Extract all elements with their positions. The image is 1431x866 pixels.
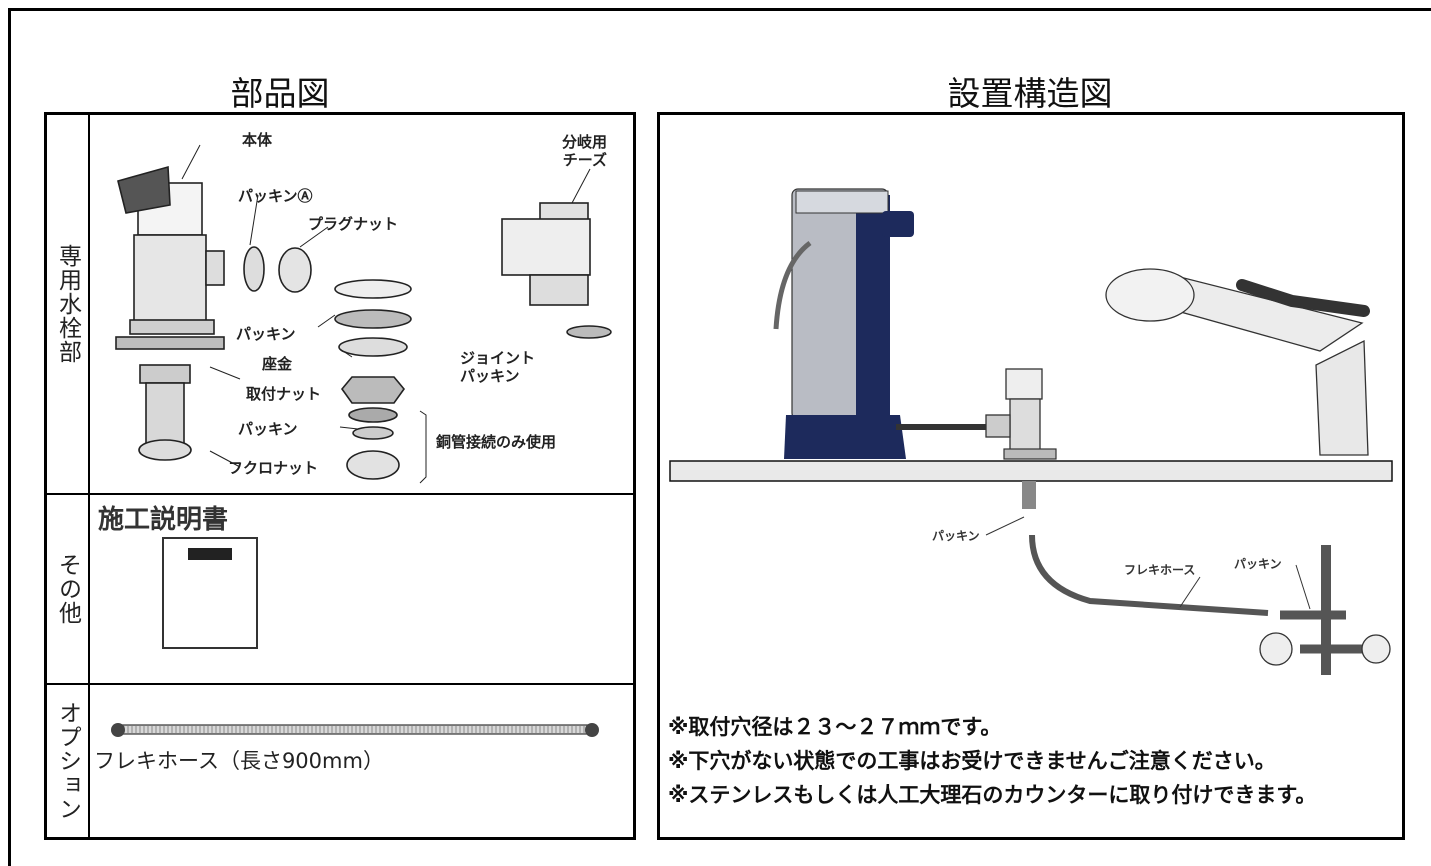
- install-note-3: ※ステンレスもしくは人工大理石のカウンターに取り付けできます。: [668, 783, 1317, 807]
- small-packing-1: [348, 407, 398, 423]
- row-label-other-text: その他: [54, 553, 81, 625]
- washer-3: [338, 337, 408, 357]
- page-frame: [8, 8, 1431, 866]
- valve-top: [1005, 368, 1043, 400]
- parts-diagram-title: 部品図: [230, 74, 330, 113]
- installation-drawing: [669, 188, 1393, 675]
- washer-1: [334, 279, 412, 299]
- mount-nut-shape: [139, 364, 191, 384]
- faucet-parts-illustration: 本体 分岐用 チーズ パッキンⒶ プラグナット パッキン 座金 ジョイント パッ…: [90, 115, 633, 493]
- row-label-faucet: 専用水栓部: [47, 115, 90, 493]
- callout-fukuro-nut: フクロナット: [228, 459, 319, 477]
- stop-valve-cap: [1361, 634, 1391, 664]
- under-pipe: [1022, 481, 1036, 509]
- body-valve-column: [133, 234, 207, 326]
- hex-nut: [340, 376, 406, 404]
- body-valve-outlet: [205, 250, 225, 286]
- valve-column: [1009, 398, 1041, 452]
- callout-flex-hose: フレキホース: [1124, 563, 1196, 577]
- faucet-lever: [1236, 279, 1370, 317]
- washer-2: [334, 309, 412, 329]
- callout-washer: 座金: [262, 355, 293, 373]
- countertop: [669, 460, 1393, 482]
- flex-hose-installed: [1029, 534, 1269, 616]
- parts-row-faucet: 専用水栓部: [47, 115, 633, 495]
- callout-body: 本体: [242, 131, 273, 149]
- flex-hose-caption: フレキホース（長さ900mm）: [94, 749, 384, 773]
- packing-layer: [115, 336, 225, 350]
- other-parts-area: 施工説明書: [90, 495, 633, 683]
- hose-end-right: [585, 723, 599, 737]
- purifier-base: [784, 415, 906, 459]
- faucet-parts-drawing: [115, 144, 612, 484]
- stop-valve-handle: [1259, 632, 1293, 666]
- row-label-faucet-text: 専用水栓部: [54, 244, 81, 364]
- purifier-spout: [773, 240, 812, 330]
- purifier-knob: [882, 211, 914, 237]
- parts-row-other: その他 施工説明書: [47, 495, 633, 685]
- row-label-option: オプション: [47, 685, 90, 837]
- install-note-1: ※取付穴径は２３～２７ｍｍです。: [668, 715, 1002, 739]
- parts-table: 専用水栓部: [44, 112, 636, 840]
- option-parts-area: フレキホース（長さ900mm）: [90, 685, 633, 837]
- packing-a-shape: [243, 246, 265, 292]
- fukuro-nut-shape: [138, 439, 192, 461]
- tee-bottom: [529, 274, 589, 306]
- valve-handle: [117, 165, 171, 214]
- tee-body: [501, 218, 591, 276]
- purifier-top: [795, 190, 889, 214]
- small-packing-2: [352, 426, 394, 440]
- callout-plug-nut: プラグナット: [308, 215, 399, 233]
- valve-flange: [1003, 448, 1057, 460]
- threaded-pipe: [145, 382, 185, 446]
- fukuro-nut-2: [346, 450, 400, 480]
- callout-copper-only: 銅管接続のみ使用: [436, 433, 557, 451]
- parts-row-option: オプション フレキホース（長さ900mm）: [47, 685, 633, 837]
- callout-packing-a: パッキンⒶ: [238, 187, 313, 205]
- valve-side: [985, 414, 1011, 438]
- manual-title: 施工説明書: [98, 505, 229, 535]
- installation-diagram-title: 設置構造図: [947, 74, 1113, 113]
- callout-joint-packing: ジョイント パッキン: [460, 349, 536, 385]
- callout-mount-nut: 取付ナット: [246, 385, 322, 403]
- callout-packing-right: パッキン: [1234, 557, 1282, 571]
- install-note-2: ※下穴がない状態での工事はお受けできませんご注意ください。: [668, 749, 1276, 773]
- row-label-option-text: オプション: [54, 701, 81, 821]
- manual-document-icon: [162, 537, 258, 649]
- callout-packing-2: パッキン: [238, 420, 298, 438]
- body-valve-flange: [129, 319, 215, 335]
- hose-end-left: [111, 723, 125, 737]
- callout-packing-left: パッキン: [932, 529, 980, 543]
- callout-packing: パッキン: [236, 325, 296, 343]
- callout-branch-tee: 分岐用 チーズ: [562, 133, 608, 169]
- installation-panel: パッキン フレキホース パッキン ※取付穴径は２３～２７ｍｍです。 ※下穴がない…: [657, 112, 1405, 840]
- flex-hose-drawing: [111, 723, 599, 737]
- row-label-other: その他: [47, 495, 90, 683]
- faucet-base: [1315, 339, 1369, 456]
- joint-packing-shape: [566, 325, 612, 339]
- faucet-head: [1105, 268, 1195, 322]
- plug-nut-shape: [278, 247, 312, 293]
